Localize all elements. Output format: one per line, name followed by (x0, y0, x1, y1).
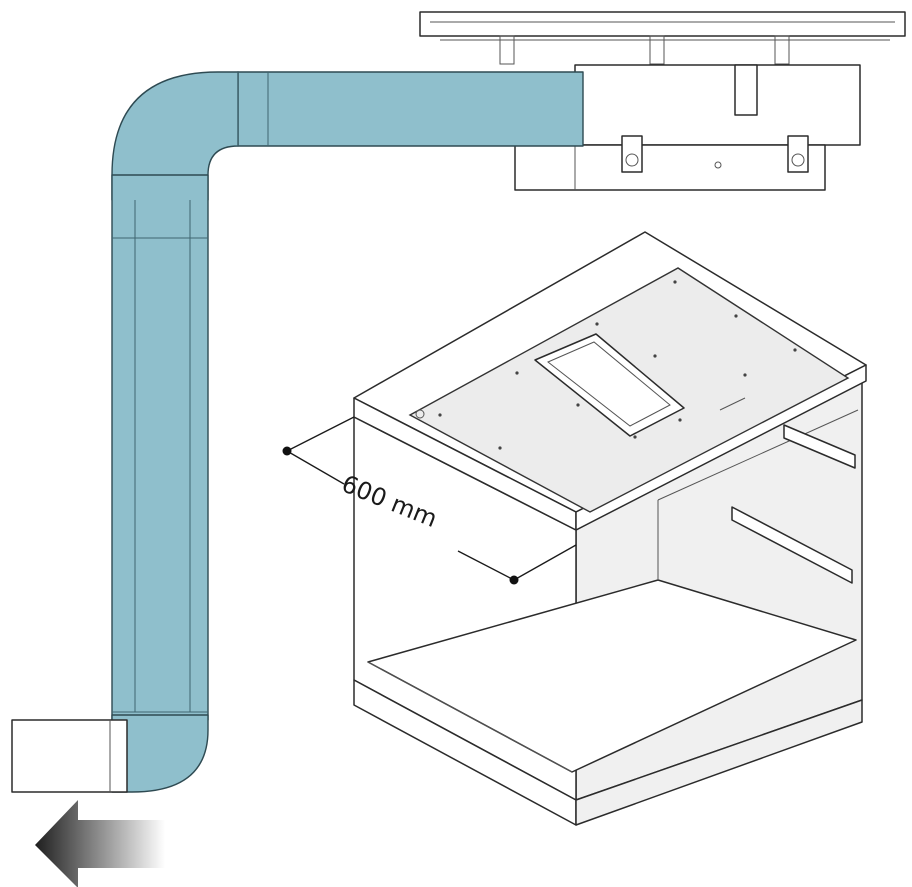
hob-extractor-unit (419, 11, 906, 191)
duct-vertical-run (111, 174, 209, 721)
cabinet-plinth-side (575, 699, 863, 826)
hob-control-strip (719, 397, 746, 411)
shelf-edge-line (367, 661, 573, 773)
support-rail-upper (783, 424, 856, 469)
motor-housing (574, 64, 861, 146)
dimension-leader-top (286, 416, 355, 452)
hob-extraction-vent (534, 333, 685, 437)
duct-horizontal-run (237, 71, 584, 147)
duct-exit-pipe (11, 719, 128, 793)
bracket-left (499, 35, 515, 65)
dimension-line-start (286, 450, 345, 485)
induction-hob (408, 267, 850, 513)
motor-lower-housing (514, 144, 826, 191)
clamp-right-icon (787, 135, 809, 173)
hob-zone-markers (438, 280, 797, 450)
hob-control-dot (415, 409, 425, 419)
clamp-left-icon (621, 135, 643, 173)
dimension-dot-icon (509, 575, 519, 585)
ventilation-duct (11, 71, 584, 793)
housing-screw (714, 161, 722, 169)
dimension-line-end (457, 550, 515, 581)
dimension-leader-bottom (513, 544, 577, 581)
bracket-mid (649, 35, 665, 65)
airflow-arrow-icon (35, 800, 165, 887)
bracket-right (774, 35, 790, 65)
duct-lower-bend (111, 714, 209, 793)
support-rail-lower (731, 506, 853, 584)
motor-bracket (734, 64, 758, 116)
hob-top-plate (419, 11, 906, 37)
hob-vent-inner (547, 341, 671, 427)
cabinet-back-top-edge (657, 409, 859, 501)
dimension-dot-icon (282, 446, 292, 456)
duct-upper-bend (111, 71, 239, 201)
